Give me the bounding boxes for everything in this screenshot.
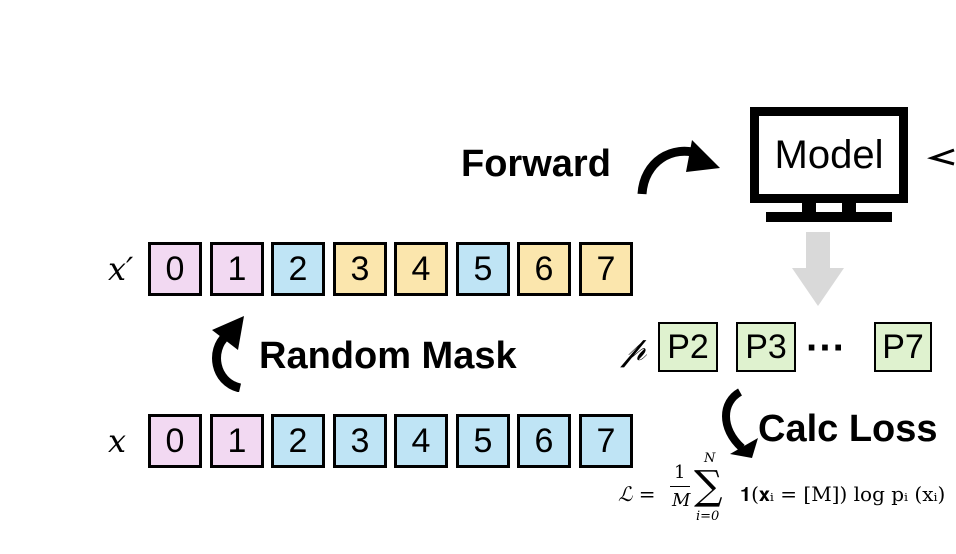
monitor-stand-icon: [766, 200, 892, 222]
random-mask-curved-arrow-icon: [212, 316, 244, 392]
x-symbol: x: [108, 422, 127, 460]
random-mask-label: Random Mask: [259, 335, 517, 377]
formula-sum-upper: N: [704, 451, 716, 466]
x-prime-symbol: x′: [108, 250, 134, 288]
masked-token-4: 4: [394, 242, 448, 296]
formula-frac-num: 1: [674, 462, 686, 483]
masked-token-0: 0: [148, 242, 202, 296]
calc-loss-curved-arrow-icon: [722, 388, 758, 458]
original-token-6: 6: [517, 414, 571, 468]
original-token-1: 1: [210, 414, 264, 468]
formula-body: 𝟏(𝐱ᵢ = [M]) log pᵢ (xᵢ): [740, 482, 946, 506]
p-symbol: 𝓅: [622, 329, 647, 369]
prediction-p2: P2: [658, 322, 718, 372]
formula-frac-den: M: [672, 490, 691, 511]
prediction-p3: P3: [736, 322, 796, 372]
original-token-4: 4: [394, 414, 448, 468]
forward-curved-arrow-icon: [637, 140, 720, 195]
forward-label: Forward: [461, 143, 611, 185]
original-token-5: 5: [456, 414, 510, 468]
formula-lhs: ℒ =: [618, 482, 656, 506]
calc-loss-label: Calc Loss: [758, 408, 938, 450]
loss-formula: ℒ = 1 M N ∑ i=0 𝟏(𝐱ᵢ = [M]) log pᵢ (xᵢ): [618, 446, 954, 546]
masked-token-2: 2: [271, 242, 325, 296]
original-token-0: 0: [148, 414, 202, 468]
original-token-7: 7: [579, 414, 633, 468]
formula-sum-symbol: ∑: [694, 463, 723, 509]
masked-token-6: 6: [517, 242, 571, 296]
masked-token-7: 7: [579, 242, 633, 296]
original-token-3: 3: [333, 414, 387, 468]
original-token-2: 2: [271, 414, 325, 468]
formula-sum-lower: i=0: [696, 509, 720, 524]
prediction-p7: P7: [874, 322, 932, 372]
partial-arrow-icon: [927, 148, 955, 166]
masked-token-5: 5: [456, 242, 510, 296]
formula-frac-bar: [670, 486, 690, 487]
down-arrow-icon: [792, 232, 844, 306]
masked-token-1: 1: [210, 242, 264, 296]
model-label: Model: [774, 132, 884, 177]
model-box: Model: [750, 107, 908, 203]
masked-token-3: 3: [333, 242, 387, 296]
ellipsis: ···: [806, 326, 846, 370]
